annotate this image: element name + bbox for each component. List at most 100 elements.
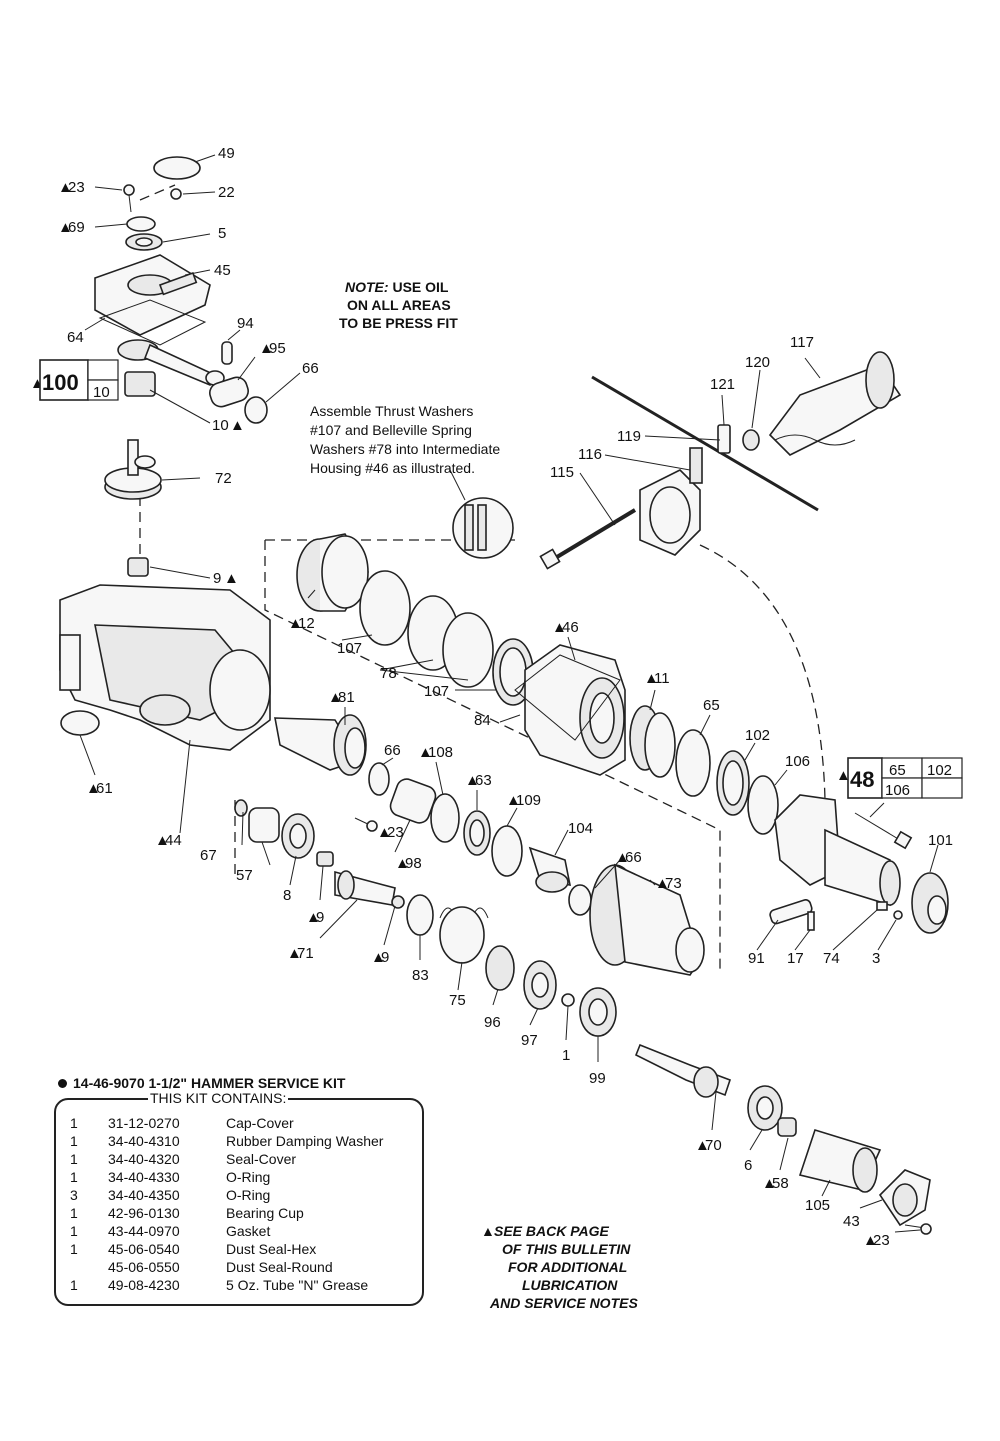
- kit-description: 5 Oz. Tube "N" Grease: [226, 1277, 369, 1293]
- thrust-washer-107-a: [359, 570, 411, 646]
- svg-text:SEE BACK PAGE: SEE BACK PAGE: [494, 1223, 610, 1239]
- washer-67: [234, 799, 248, 817]
- callout-74: 74: [823, 950, 840, 967]
- callout-65: 65: [703, 697, 720, 714]
- callout-84: 84: [474, 712, 491, 729]
- callout-119: 119: [617, 428, 641, 445]
- screw-23-mid: [354, 817, 378, 832]
- oring-66-low: [568, 884, 592, 916]
- callout-107: 107: [337, 640, 362, 657]
- bearing-99: [579, 987, 617, 1037]
- bearing-9-mid: [316, 851, 334, 867]
- marker-triangle: ▲: [655, 875, 670, 892]
- callout-116: 116: [578, 446, 602, 463]
- callout-117: 117: [790, 334, 814, 351]
- marker-triangle: ▲: [155, 832, 170, 849]
- striker-104: [528, 846, 572, 893]
- clamp-116: [639, 447, 703, 556]
- side-handle-117: [768, 351, 902, 456]
- marker-triangle: ▲: [863, 1232, 878, 1249]
- callout-23: 23: [68, 179, 85, 196]
- oring-66-top: [244, 396, 268, 424]
- sleeve-105: [798, 1129, 882, 1193]
- callout-58: 58: [772, 1175, 789, 1192]
- spindle-70: [634, 1043, 732, 1098]
- callout-22: 22: [218, 184, 235, 201]
- marker-triangle: ▲: [259, 340, 274, 357]
- bearing-6: [747, 1085, 783, 1131]
- screw-22: [170, 188, 182, 200]
- marker-triangle: ▲: [230, 417, 245, 434]
- piston-95: [209, 376, 249, 408]
- gear-housing-44: [59, 584, 271, 751]
- oring-66-mid: [368, 762, 390, 796]
- oring-61: [60, 710, 100, 736]
- kit-part-number: 45-06-0540: [108, 1241, 180, 1257]
- bearing-9-low: [391, 895, 405, 909]
- callout-97: 97: [521, 1032, 538, 1049]
- callout-73: 73: [665, 875, 682, 892]
- callout-6: 6: [744, 1157, 752, 1174]
- marker-triangle: ▲: [86, 780, 101, 797]
- pin-17: [807, 911, 815, 931]
- callout-104: 104: [568, 820, 593, 837]
- callout-17: 17: [787, 950, 804, 967]
- clutch-96: [485, 945, 515, 991]
- intermediate-housing-46: [524, 644, 626, 776]
- callout-43: 43: [843, 1213, 860, 1230]
- belleville-washers-78: [407, 595, 494, 688]
- callout-9: 9: [316, 909, 324, 926]
- callout-46: 46: [562, 619, 579, 636]
- callout-106: 106: [785, 753, 810, 770]
- kit-qty: 1: [70, 1133, 78, 1149]
- kit-qty: [70, 1258, 108, 1276]
- callout-23: 23: [873, 1232, 890, 1249]
- svg-text:#107 and Belleville Spring: #107 and Belleville Spring: [310, 422, 472, 438]
- callout-105: 105: [805, 1197, 830, 1214]
- marker-triangle: ▲: [836, 767, 851, 784]
- callout-91: 91: [748, 950, 765, 967]
- marker-triangle: ▲: [762, 1175, 777, 1192]
- callout-78: 78: [380, 665, 397, 682]
- marker-triangle: ▲: [371, 949, 386, 966]
- nosepiece-101: [911, 872, 949, 934]
- callout-120: 120: [745, 354, 770, 371]
- svg-text:Washers #78 into Intermediate: Washers #78 into Intermediate: [310, 441, 500, 457]
- needle-bearing-12: [296, 533, 369, 612]
- marker-triangle: ▲: [287, 945, 302, 962]
- front-housing-48: [774, 794, 901, 907]
- kit-part-number: 45-06-0550: [108, 1259, 180, 1275]
- retaining-ring-69: [126, 216, 156, 232]
- callout-101: 101: [928, 832, 953, 849]
- callout-98: 98: [405, 855, 422, 872]
- shaft-71: [334, 870, 396, 906]
- callout-94: 94: [237, 315, 254, 332]
- marker-triangle: ▲: [58, 219, 73, 236]
- marker-triangle: ▲: [328, 689, 343, 706]
- svg-text:ON ALL AREAS: ON ALL AREAS: [347, 297, 451, 313]
- marker-triangle: ▲: [465, 772, 480, 789]
- callout-69: 69: [68, 219, 85, 236]
- seal-102: [716, 750, 750, 816]
- gear-72: [104, 439, 162, 500]
- kit-description: Gasket: [226, 1223, 271, 1239]
- marker-triangle: ▲: [288, 615, 303, 632]
- seal-106: [747, 775, 779, 835]
- rod-119: [591, 375, 819, 512]
- bolt-115: [539, 508, 637, 570]
- kit-description: Bearing Cup: [226, 1205, 304, 1221]
- callout-9: 9: [213, 570, 221, 587]
- marker-triangle: ▲: [695, 1137, 710, 1154]
- gear-73: [589, 863, 705, 976]
- group-box-100: ▲ 100 10: [30, 359, 119, 401]
- clutch-97: [523, 960, 557, 1010]
- bearing-5: [125, 233, 163, 251]
